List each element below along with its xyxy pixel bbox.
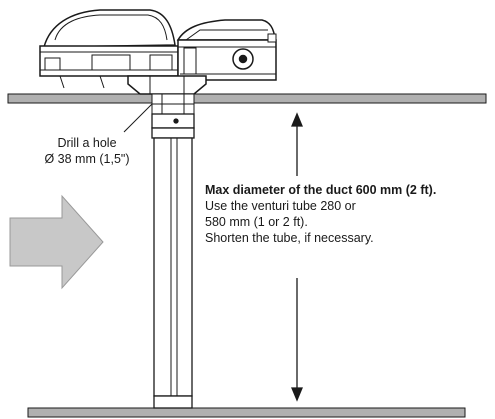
mounting-flange [151,93,195,115]
drill-pointer-line [123,103,153,133]
venturi-tube [151,113,195,409]
duct-info-line2: 580 mm (1 or 2 ft). [205,215,308,229]
drill-label-line1: Drill a hole [57,136,117,150]
device-left-body [39,45,179,77]
duct-info-line1: Use the venturi tube 280 or [205,199,356,213]
airflow-arrow [9,194,104,290]
duct-top-wall [7,93,487,104]
drill-hole-label: Drill a hole Ø 38 mm (1,5") [22,135,152,167]
duct-info-line3: Shorten the tube, if necessary. [205,231,374,245]
device-left-lid [43,9,176,48]
device-mount-base [127,75,207,95]
transmitter-device [39,9,277,95]
device-right-body [177,39,277,81]
drill-label-line2: Ø 38 mm (1,5") [44,152,130,166]
duct-bottom-wall [27,407,466,418]
duct-diameter-arrow [291,112,303,402]
duct-info-heading: Max diameter of the duct 600 mm (2 ft). [205,183,437,197]
duct-info-text: Max diameter of the duct 600 mm (2 ft). … [205,182,436,246]
